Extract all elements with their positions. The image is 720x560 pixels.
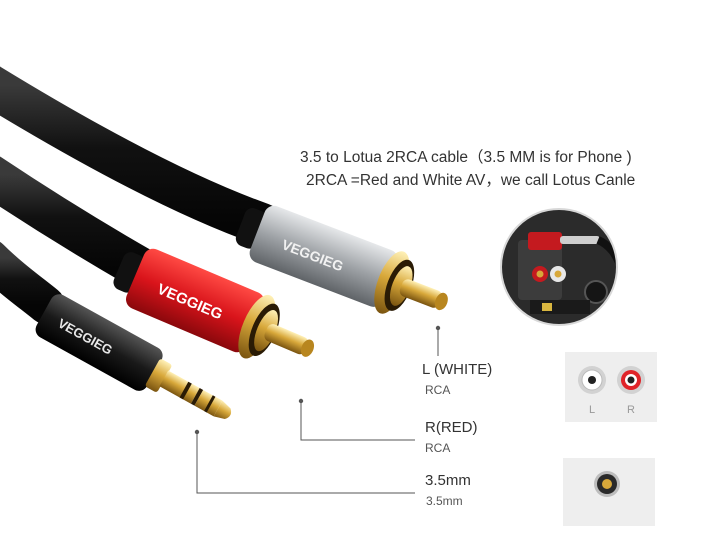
white-socket-icon bbox=[578, 366, 606, 394]
cable-to-jack-plug bbox=[0, 241, 65, 324]
silver-rca-plug: VEGGIEG bbox=[235, 205, 448, 314]
red-rca-plug: VEGGIEG bbox=[113, 248, 315, 359]
label-jack-main: 3.5mm bbox=[425, 472, 471, 489]
label-red-main: R(RED) bbox=[425, 419, 478, 436]
device-inset-photo bbox=[500, 208, 618, 326]
rca-socket-panel: L R bbox=[565, 352, 657, 422]
product-caption: 3.5 to Lotua 2RCA cable（3.5 MM is for Ph… bbox=[300, 146, 710, 192]
socket-label-left: L bbox=[589, 404, 595, 416]
jack-3-5mm-plug: VEGGIEG bbox=[35, 294, 232, 420]
leader-line-white bbox=[435, 325, 441, 356]
label-red-sub: RCA bbox=[425, 441, 451, 455]
label-white-sub: RCA bbox=[425, 383, 451, 397]
jack-socket-panel bbox=[563, 458, 655, 526]
cable-to-silver-plug bbox=[0, 66, 283, 245]
label-jack-sub: 3.5mm bbox=[426, 494, 463, 508]
label-white-main: L (WHITE) bbox=[422, 361, 493, 378]
leader-line-red bbox=[298, 398, 415, 441]
jack-socket-icon bbox=[602, 479, 612, 489]
socket-label-right: R bbox=[627, 404, 635, 416]
leader-line-jack bbox=[194, 429, 415, 494]
red-socket-icon bbox=[617, 366, 645, 394]
cable-to-red-plug bbox=[0, 156, 161, 289]
caption-line-2: 2RCA =Red and White AV，we call Lotus Can… bbox=[306, 172, 636, 189]
caption-line-1: 3.5 to Lotua 2RCA cable（3.5 MM is for Ph… bbox=[300, 149, 632, 166]
